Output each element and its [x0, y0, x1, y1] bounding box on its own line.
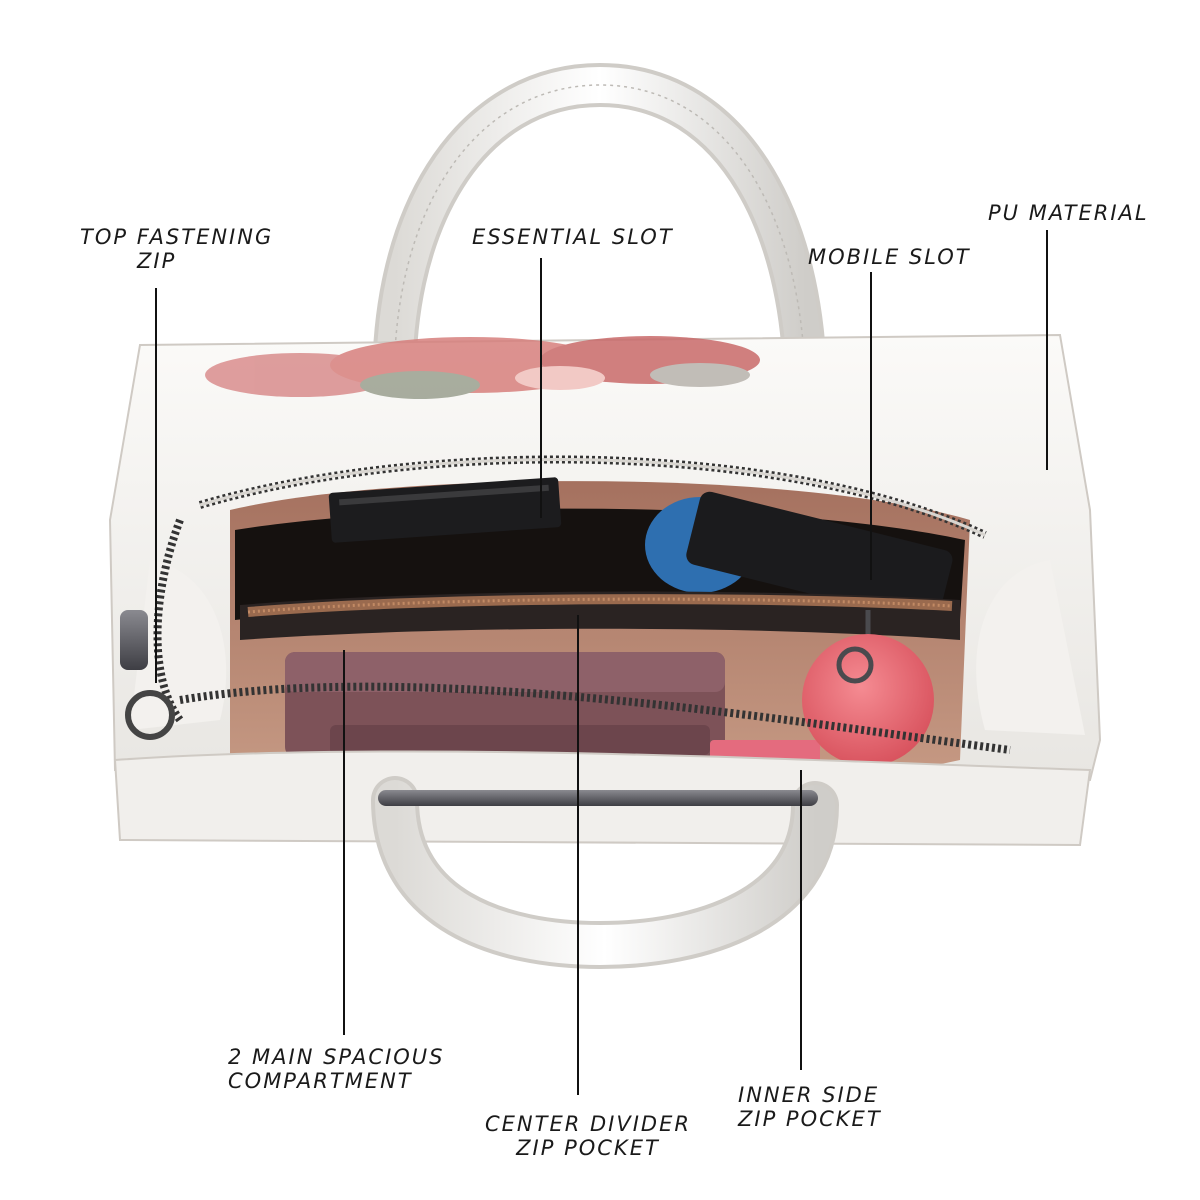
label-pu-material: PU MATERIAL	[988, 201, 1149, 225]
label-essential-slot: ESSENTIAL SLOT	[472, 225, 674, 249]
leader-top-fastening-zip	[155, 288, 157, 683]
wallet	[285, 652, 820, 770]
leader-center-divider	[577, 615, 579, 1095]
label-inner-side-zip: INNER SIDE ZIP POCKET	[738, 1083, 882, 1131]
leader-main-compartment	[343, 650, 345, 1035]
phone	[645, 491, 953, 624]
label-main-compartment: 2 MAIN SPACIOUS COMPARTMENT	[228, 1045, 445, 1093]
label-center-divider: CENTER DIVIDER ZIP POCKET	[485, 1112, 691, 1160]
leader-inner-side-zip	[800, 770, 802, 1070]
zip-charm	[802, 610, 934, 766]
label-top-fastening-zip: TOP FASTENING ZIP	[80, 225, 274, 273]
center-divider-pocket	[240, 591, 960, 640]
leader-essential-slot	[540, 258, 542, 518]
front-handle	[113, 750, 1092, 970]
label-mobile-slot: MOBILE SLOT	[808, 245, 971, 269]
zippers	[120, 455, 1011, 754]
leader-mobile-slot	[870, 272, 872, 580]
leader-pu-material	[1046, 230, 1048, 470]
bag-interior	[130, 477, 1085, 790]
